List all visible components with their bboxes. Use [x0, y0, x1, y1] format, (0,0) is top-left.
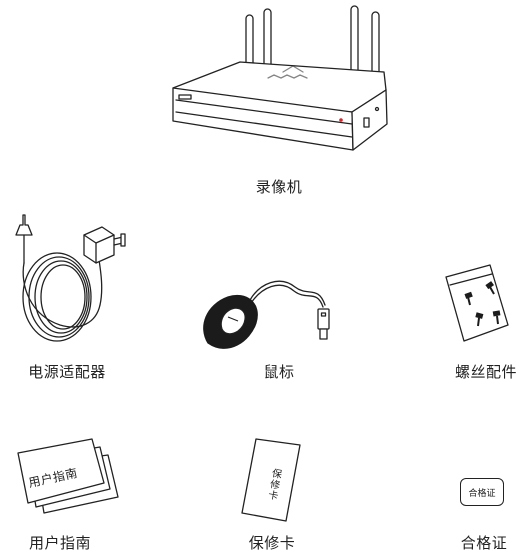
certificate-item: 合格证 合格证: [430, 470, 525, 554]
mouse-label: 鼠标: [263, 363, 295, 381]
guide-label: 用户指南: [28, 534, 92, 552]
screw-4: [492, 310, 501, 325]
adapter-label: 电源适配器: [28, 363, 106, 381]
mouse-illustration: [203, 280, 330, 349]
screw-2: [485, 281, 495, 295]
certificate-label: 合格证: [460, 534, 508, 552]
screw-bag-illustration: [445, 264, 509, 342]
antenna-4: [371, 11, 380, 79]
screw-1: [464, 291, 473, 306]
screws-item: 螺丝配件: [420, 245, 525, 385]
guide-item: 用户指南 用户指南: [0, 425, 150, 554]
brand-logo: [267, 65, 308, 79]
screws-label: 螺丝配件: [454, 363, 518, 381]
adapter-item: 电源适配器: [0, 205, 160, 385]
power-adapter-illustration: [15, 214, 126, 342]
status-indicator-light: [339, 118, 343, 122]
recorder-illustration: [172, 5, 388, 151]
warranty-item: 保修卡 保修卡: [200, 425, 330, 554]
screw-3: [475, 312, 484, 327]
mouse-item: 鼠标: [190, 265, 360, 385]
recorder-item: 录像机: [0, 0, 525, 200]
warranty-card-illustration: [241, 438, 301, 522]
warranty-label: 保修卡: [248, 534, 296, 552]
certificate-tag-text: 合格证: [468, 488, 496, 499]
recorder-label: 录像机: [255, 178, 303, 196]
certificate-tag: 合格证: [460, 478, 504, 506]
user-guide-illustration: [17, 438, 119, 514]
